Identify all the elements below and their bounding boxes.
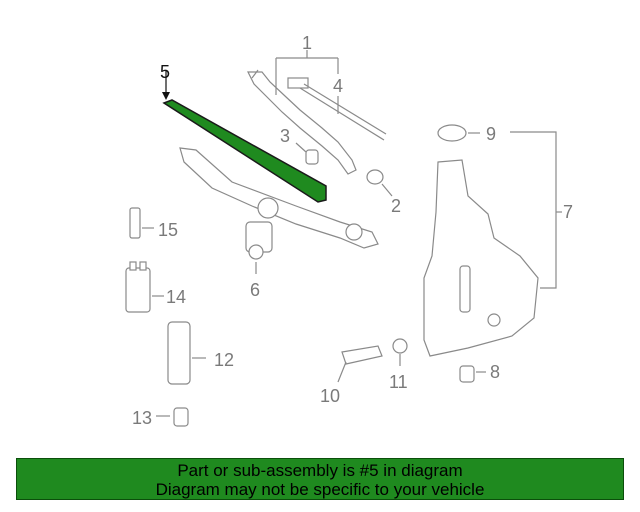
connector-part-10	[337, 345, 383, 383]
banner-line-2: Diagram may not be specific to your vehi…	[155, 480, 485, 499]
callout-13: 13	[132, 408, 152, 428]
callout-9: 9	[486, 124, 496, 144]
pump-part-12	[167, 321, 206, 385]
callout-5: 5	[160, 62, 170, 82]
callout-1-bracket	[275, 50, 339, 95]
cap-part-9	[437, 124, 480, 142]
callout-7: 7	[563, 202, 573, 222]
valve-part-15	[129, 207, 154, 239]
callout-15: 15	[158, 220, 178, 240]
wiper-linkage-part	[179, 147, 379, 249]
callout-14: 14	[166, 287, 186, 307]
reservoir-part-7	[423, 159, 539, 357]
banner-line-1: Part or sub-assembly is #5 in diagram	[177, 461, 463, 480]
callout-3: 3	[280, 126, 290, 146]
callout-4: 4	[333, 76, 343, 96]
pump-part-14	[125, 261, 164, 313]
callout-2: 2	[391, 196, 401, 216]
callout-1: 1	[302, 33, 312, 53]
callout-12: 12	[214, 350, 234, 370]
wiper-motor-part-6	[245, 221, 273, 274]
part-info-banner: Part or sub-assembly is #5 in diagram Di…	[16, 458, 624, 500]
callout-7-bracket	[510, 131, 562, 289]
linkage-rod-part	[287, 77, 387, 141]
wiper-blade-part-highlighted	[162, 70, 327, 203]
grommet-part-13	[156, 407, 189, 427]
callout-8: 8	[490, 362, 500, 382]
grommet-part-11	[392, 338, 408, 366]
callout-11: 11	[389, 372, 408, 392]
callout-10: 10	[320, 386, 340, 406]
nut-part-3	[295, 142, 319, 165]
wiper-arm-part	[247, 69, 357, 175]
callout-6: 6	[250, 280, 260, 300]
cap-part-2	[366, 169, 393, 197]
grommet-part-8	[459, 365, 486, 383]
